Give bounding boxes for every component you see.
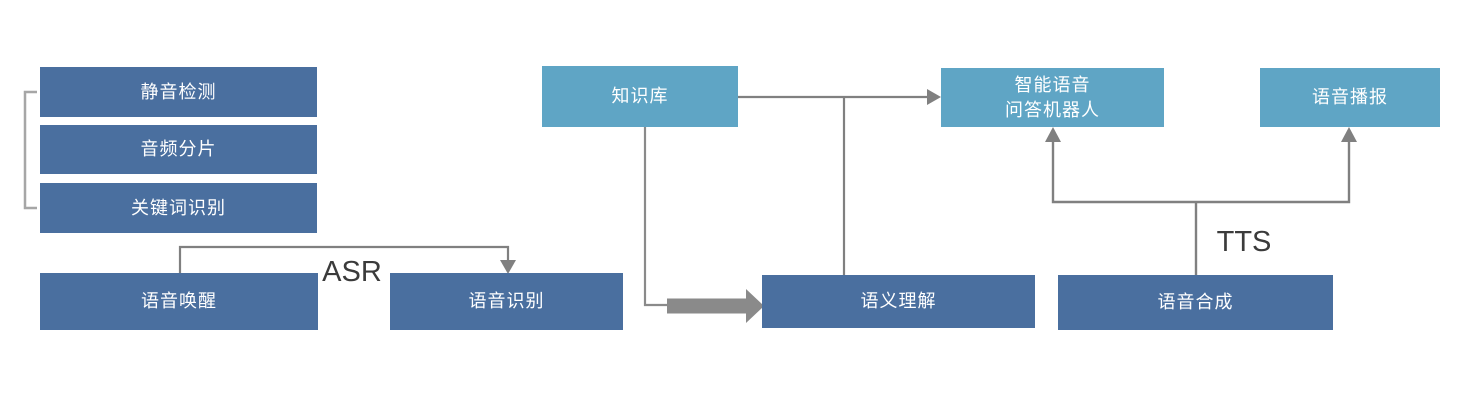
label-tts: TTS xyxy=(1216,226,1272,258)
node-knowledge-base: 知识库 xyxy=(542,66,738,127)
node-voice-wakeup: 语音唤醒 xyxy=(40,273,318,330)
edge-tts-tree xyxy=(1051,141,1351,204)
edge-wakeup-to-recognition xyxy=(178,245,510,273)
node-semantic-understanding: 语义理解 xyxy=(762,275,1035,328)
node-speech-recognition: 语音识别 xyxy=(390,273,623,330)
node-qa-robot: 智能语音 问答机器人 xyxy=(941,68,1164,127)
thick-arrowhead-semantic xyxy=(746,289,764,323)
node-keyword-recognition: 关键词识别 xyxy=(40,183,317,233)
group-bracket xyxy=(23,90,37,210)
edge-kb-down xyxy=(643,127,668,307)
arrowhead-up-robot xyxy=(1045,127,1061,142)
label-asr: ASR xyxy=(322,256,382,288)
node-audio-slicing: 音频分片 xyxy=(40,125,317,174)
arrowhead-up-broadcast xyxy=(1341,127,1357,142)
node-voice-broadcast: 语音播报 xyxy=(1260,68,1440,127)
arrowhead-down-recognition xyxy=(500,260,516,274)
node-silence-detection: 静音检测 xyxy=(40,67,317,117)
node-speech-synthesis: 语音合成 xyxy=(1058,275,1333,330)
arrowhead-right-robot xyxy=(927,89,941,105)
